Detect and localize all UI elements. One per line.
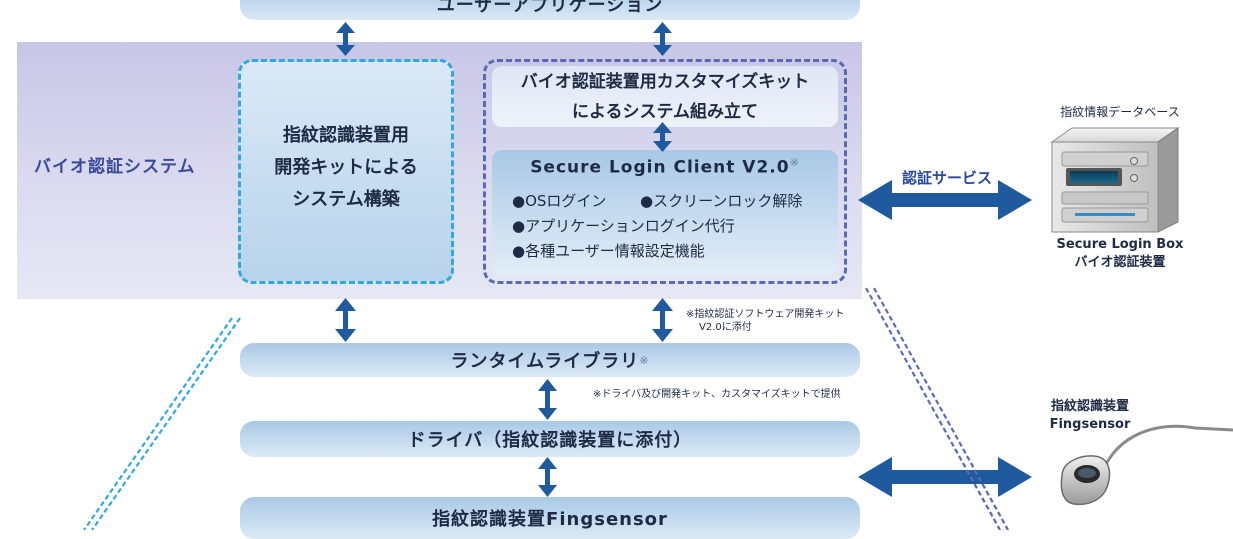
auth-service-label: 認証サービス bbox=[902, 169, 993, 187]
server-icon bbox=[1050, 127, 1180, 233]
user-application-bar: ユーザーアプリケーション bbox=[240, 0, 860, 20]
feature-os-login: ●OSログイン bbox=[512, 192, 607, 210]
note-sdk-line1: ※指紋認証ソフトウェア開発キット bbox=[686, 309, 845, 320]
runtime-library-bar: ランタイムライブラリ※ bbox=[240, 343, 860, 377]
slc-title-text: Secure Login Client V2.0 bbox=[530, 157, 790, 178]
horizontal-arrows bbox=[858, 180, 1032, 497]
runtime-library-label: ランタイムライブラリ bbox=[450, 351, 640, 372]
arrow-mid-right bbox=[652, 298, 673, 342]
arrow-runtime-driver bbox=[538, 379, 557, 420]
devkit-box: 指紋認識装置用 開発キットによる システム構築 bbox=[238, 59, 454, 284]
devkit-line3: システム構築 bbox=[292, 189, 400, 210]
arrow-auth-service bbox=[858, 180, 1032, 220]
note-provide: ※ドライバ及び開発キット、カスタマイズキットで提供 bbox=[593, 389, 841, 400]
vertical-arrows bbox=[335, 22, 673, 497]
feature-screen-unlock: ●スクリーンロック解除 bbox=[640, 192, 803, 210]
arrow-custom-inner bbox=[653, 122, 672, 152]
fingsensor-bar-label: 指紋認識装置Fingsensor bbox=[432, 509, 668, 530]
arrow-top-right bbox=[653, 22, 672, 56]
user-application-label: ユーザーアプリケーション bbox=[436, 0, 664, 16]
custom-kit-box: バイオ認証装置用カスタマイズキット によるシステム組み立て Secure Log… bbox=[483, 59, 847, 284]
biometric-system-label: バイオ認証システム bbox=[34, 157, 196, 177]
driver-label: ドライバ（指紋認識装置に添付） bbox=[407, 430, 693, 451]
feature-user-settings: ●各種ユーザー情報設定機能 bbox=[512, 242, 705, 260]
custom-kit-line1: バイオ認証装置用カスタマイズキット bbox=[520, 72, 810, 92]
fingsensor-device-label: 指紋認識装置 Fingsensor bbox=[1020, 398, 1160, 434]
database-name-line2: バイオ認証装置 bbox=[1074, 255, 1166, 270]
secure-login-client-title: Secure Login Client V2.0※ bbox=[492, 156, 838, 178]
slc-title-mark: ※ bbox=[789, 156, 800, 169]
arrow-fingsensor-device bbox=[858, 457, 1032, 497]
custom-kit-line2: によるシステム組み立て bbox=[572, 102, 758, 122]
database-caption: 指紋情報データベース bbox=[1060, 105, 1180, 119]
database-name-line1: Secure Login Box bbox=[1056, 237, 1184, 252]
fingsensor-device-line1: 指紋認識装置 bbox=[1050, 399, 1129, 414]
driver-bar: ドライバ（指紋認識装置に添付） bbox=[240, 421, 860, 457]
arrow-top-left bbox=[336, 22, 355, 56]
arrow-mid-left bbox=[335, 298, 356, 342]
fingerprint-sensor-icon bbox=[1060, 424, 1233, 506]
dashed-lines bbox=[83, 287, 1009, 530]
arrow-driver-sensor bbox=[538, 457, 557, 497]
devkit-line2: 開発キットによる bbox=[274, 157, 418, 178]
secure-login-client-box: Secure Login Client V2.0※ ●OSログイン ●スクリーン… bbox=[492, 150, 838, 275]
note-sdk-line2: V2.0に添付 bbox=[699, 322, 752, 333]
custom-kit-header: バイオ認証装置用カスタマイズキット によるシステム組み立て bbox=[492, 66, 838, 127]
database-name: Secure Login Box バイオ認証装置 bbox=[1010, 236, 1230, 272]
devkit-line1: 指紋認識装置用 bbox=[283, 125, 409, 146]
fingsensor-device-line2: Fingsensor bbox=[1049, 417, 1131, 432]
note-sdk: ※指紋認証ソフトウェア開発キット V2.0に添付 bbox=[686, 308, 844, 334]
feature-app-login: ●アプリケーションログイン代行 bbox=[512, 217, 735, 235]
runtime-mark: ※ bbox=[639, 353, 650, 367]
